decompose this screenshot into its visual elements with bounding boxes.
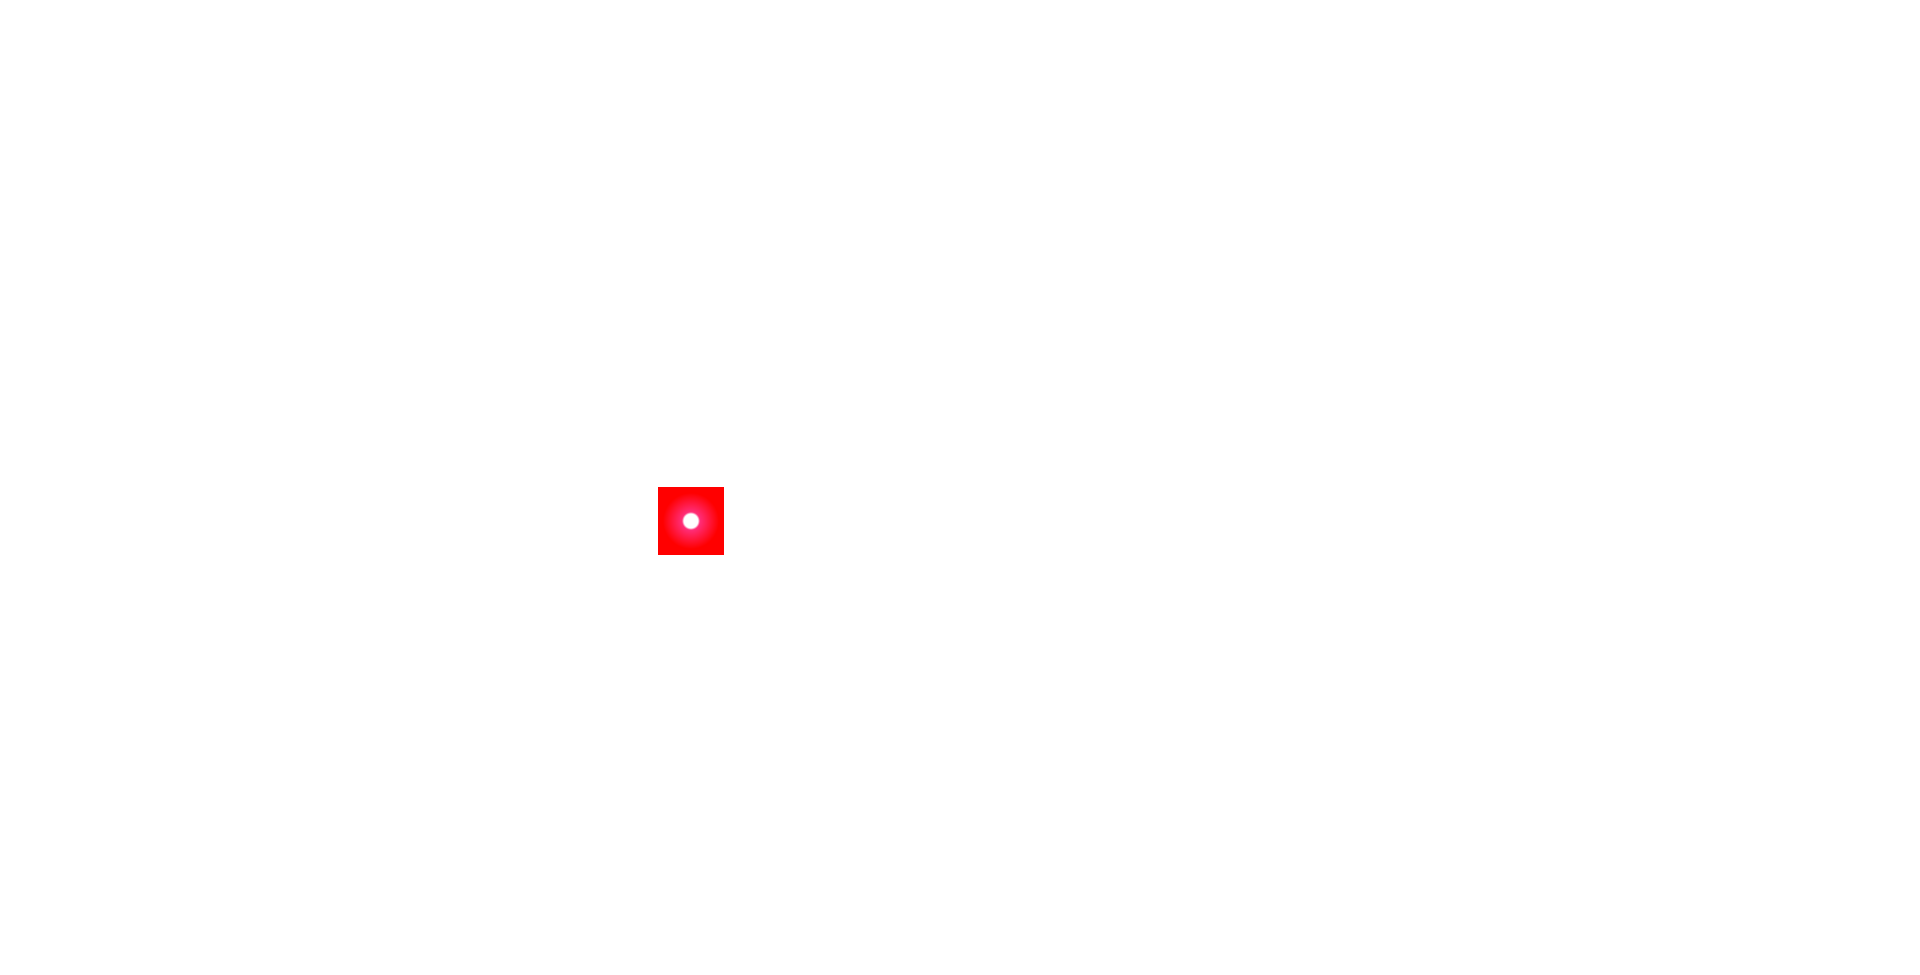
click-target-marker [658,487,724,555]
